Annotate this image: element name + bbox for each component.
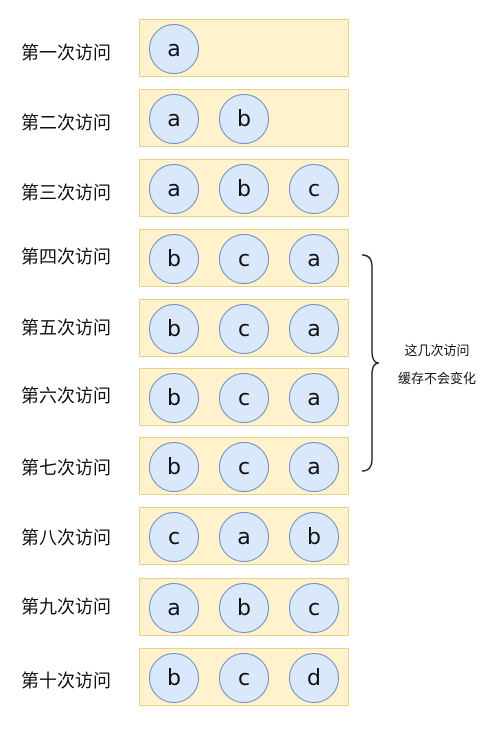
cache-item: a <box>289 442 339 492</box>
cache-item: c <box>219 442 269 492</box>
cache-item: b <box>149 304 199 354</box>
cache-item: a <box>219 512 269 562</box>
cache-item: b <box>289 512 339 562</box>
annotation-line-2: 缓存不会变化 <box>397 372 476 387</box>
cache-item: b <box>149 442 199 492</box>
cache-item: a <box>149 24 199 74</box>
brace-icon <box>361 254 380 472</box>
cache-item: a <box>289 304 339 354</box>
row-label: 第一次访问 <box>21 43 111 64</box>
cache-item: c <box>219 234 269 284</box>
cache-item: c <box>219 653 269 703</box>
row-label: 第九次访问 <box>21 597 111 618</box>
cache-item: b <box>219 583 269 633</box>
cache-item: a <box>289 373 339 423</box>
cache-item: b <box>149 653 199 703</box>
cache-item: c <box>219 304 269 354</box>
cache-item: c <box>289 583 339 633</box>
row-label: 第三次访问 <box>21 183 111 204</box>
cache-item: c <box>219 373 269 423</box>
cache-item: c <box>149 512 199 562</box>
cache-box: a <box>139 19 349 77</box>
annotation-line-1: 这几次访问 <box>404 344 470 359</box>
cache-item: a <box>289 234 339 284</box>
cache-item: d <box>289 653 339 703</box>
cache-item: b <box>149 234 199 284</box>
cache-item: a <box>149 94 199 144</box>
row-label: 第十次访问 <box>21 671 111 692</box>
row-label: 第二次访问 <box>21 113 111 134</box>
cache-item: a <box>149 583 199 633</box>
row-label: 第五次访问 <box>21 318 111 339</box>
cache-item: c <box>289 164 339 214</box>
cache-item: b <box>219 164 269 214</box>
row-label: 第六次访问 <box>21 386 111 407</box>
cache-item: b <box>219 94 269 144</box>
cache-item: a <box>149 164 199 214</box>
row-label: 第七次访问 <box>21 458 111 479</box>
cache-item: b <box>149 373 199 423</box>
row-label: 第四次访问 <box>21 247 111 268</box>
row-label: 第八次访问 <box>21 528 111 549</box>
